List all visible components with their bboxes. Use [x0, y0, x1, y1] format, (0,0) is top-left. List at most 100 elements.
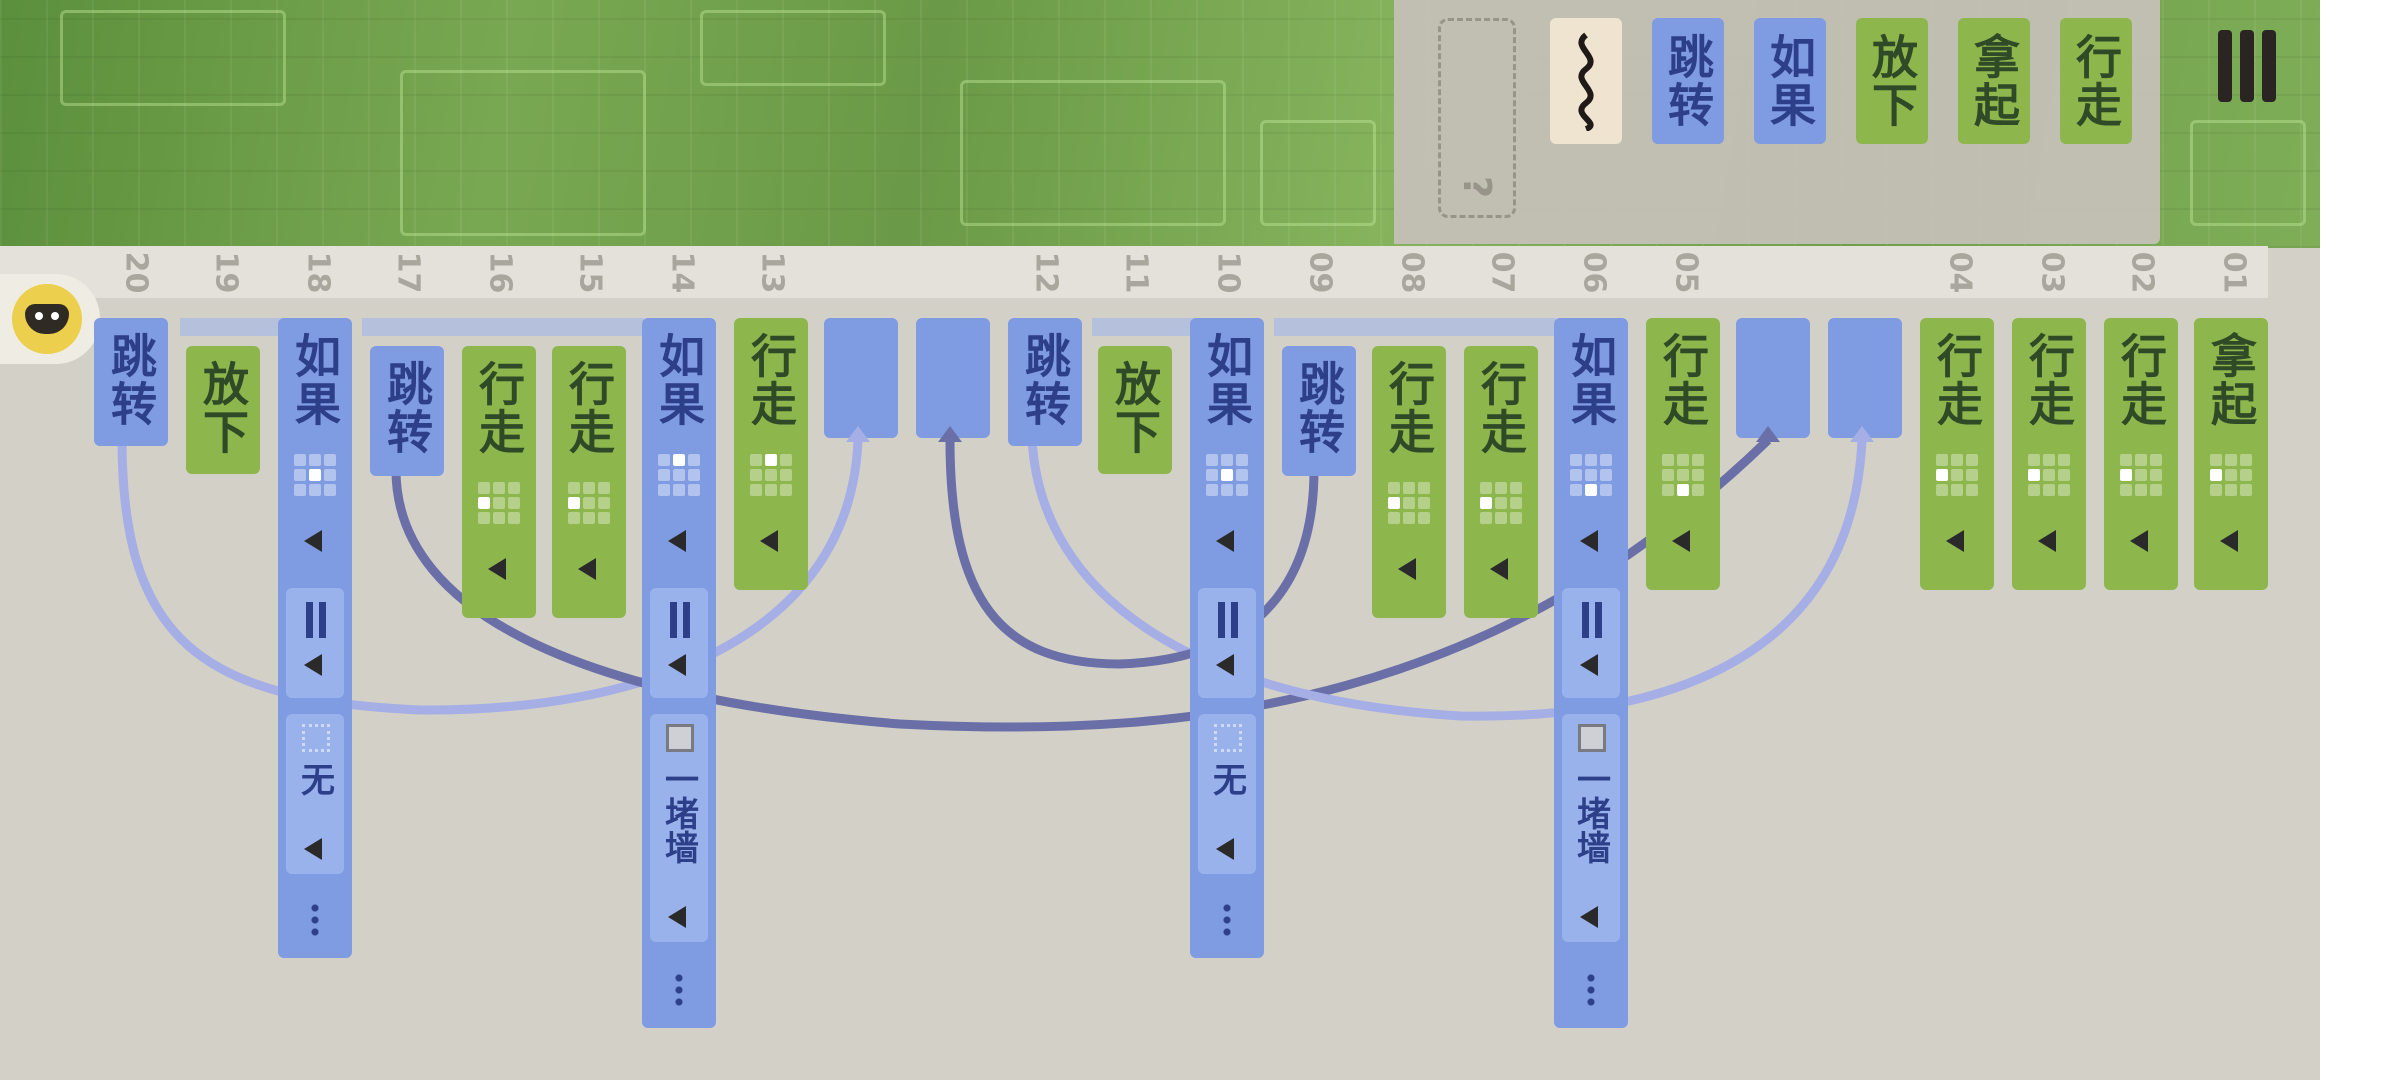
command-block-07[interactable]: 行走: [1464, 346, 1538, 618]
jump-target-05a[interactable]: [1736, 318, 1810, 438]
direction-grid[interactable]: [1570, 454, 1612, 496]
dropdown-arrow-icon[interactable]: [1672, 530, 1690, 552]
compare-operator[interactable]: [1198, 588, 1256, 698]
command-block-14[interactable]: 如果一堵墙: [642, 318, 716, 1028]
arrow-head-05b: [1850, 426, 1874, 442]
command-block-10[interactable]: 如果无: [1190, 318, 1264, 958]
wall-icon: [1578, 724, 1606, 752]
command-block-12[interactable]: 跳转: [1008, 318, 1082, 446]
arrow-head-05a: [1756, 426, 1780, 442]
equals-icon: [1218, 602, 1238, 638]
jump-target-13a[interactable]: [824, 318, 898, 438]
compare-operator[interactable]: [1562, 588, 1620, 698]
condition-value[interactable]: 无: [286, 714, 344, 874]
direction-grid[interactable]: [658, 454, 700, 496]
dropdown-arrow-icon[interactable]: [1216, 654, 1234, 676]
dropdown-arrow-icon[interactable]: [2038, 530, 2056, 552]
menu-button[interactable]: [2218, 30, 2284, 102]
dropdown-arrow-icon[interactable]: [1216, 530, 1234, 552]
palette-pickup[interactable]: 拿起: [1958, 18, 2030, 144]
palette-comment-wave[interactable]: [1550, 18, 1622, 144]
direction-grid[interactable]: [1936, 454, 1978, 496]
worker-avatar[interactable]: [0, 274, 100, 364]
dropdown-arrow-icon[interactable]: [1946, 530, 1964, 552]
command-block-02[interactable]: 行走: [2104, 318, 2178, 590]
if-bracket-14: [362, 318, 644, 336]
if-bracket-06: [1274, 318, 1556, 336]
command-block-16[interactable]: 行走: [462, 346, 536, 618]
direction-grid[interactable]: [750, 454, 792, 496]
condition-value[interactable]: 一堵墙: [1562, 714, 1620, 942]
compare-operator[interactable]: [286, 588, 344, 698]
dropdown-arrow-icon[interactable]: [1580, 906, 1598, 928]
direction-grid[interactable]: [1206, 454, 1248, 496]
command-block-13[interactable]: 行走: [734, 318, 808, 590]
dropdown-arrow-icon[interactable]: [304, 654, 322, 676]
arrow-head-13a: [846, 426, 870, 442]
more-options-icon[interactable]: [1223, 902, 1231, 936]
direction-grid[interactable]: [1480, 482, 1522, 524]
direction-grid[interactable]: [568, 482, 610, 524]
equals-icon: [1582, 602, 1602, 638]
direction-grid[interactable]: [478, 482, 520, 524]
command-block-06[interactable]: 如果一堵墙: [1554, 318, 1628, 1028]
dropdown-arrow-icon[interactable]: [1580, 654, 1598, 676]
command-block-03[interactable]: 行走: [2012, 318, 2086, 590]
worker-face-icon: [12, 284, 82, 354]
more-options-icon[interactable]: [311, 902, 319, 936]
palette-if[interactable]: 如果: [1754, 18, 1826, 144]
command-block-15[interactable]: 行走: [552, 346, 626, 618]
more-options-icon[interactable]: [1587, 972, 1595, 1006]
equals-icon: [306, 602, 326, 638]
more-options-icon[interactable]: [675, 972, 683, 1006]
dropdown-arrow-icon[interactable]: [304, 838, 322, 860]
right-edge-panel: [2320, 0, 2400, 1080]
direction-grid[interactable]: [2028, 454, 2070, 496]
dropdown-arrow-icon[interactable]: [2220, 530, 2238, 552]
dropdown-arrow-icon[interactable]: [668, 530, 686, 552]
direction-grid[interactable]: [294, 454, 336, 496]
dropdown-arrow-icon[interactable]: [1216, 838, 1234, 860]
dropdown-arrow-icon[interactable]: [760, 530, 778, 552]
jump-line-12: [1027, 437, 1867, 721]
command-block-05[interactable]: 行走: [1646, 318, 1720, 590]
command-block-04[interactable]: 行走: [1920, 318, 1994, 590]
line-number-ruler: [0, 246, 2268, 298]
nothing-icon: [302, 724, 330, 752]
dropdown-arrow-icon[interactable]: [668, 654, 686, 676]
palette-jump[interactable]: 跳转: [1652, 18, 1724, 144]
command-block-19[interactable]: 放下: [186, 346, 260, 474]
command-block-11[interactable]: 放下: [1098, 346, 1172, 474]
empty-command-slot[interactable]: ?: [1438, 18, 1516, 218]
dropdown-arrow-icon[interactable]: [1490, 558, 1508, 580]
command-block-09[interactable]: 跳转: [1282, 346, 1356, 476]
direction-grid[interactable]: [2210, 454, 2252, 496]
direction-grid[interactable]: [1388, 482, 1430, 524]
command-block-08[interactable]: 行走: [1372, 346, 1446, 618]
dropdown-arrow-icon[interactable]: [2130, 530, 2148, 552]
dropdown-arrow-icon[interactable]: [1580, 530, 1598, 552]
jump-target-13b[interactable]: [916, 318, 990, 438]
palette-walk[interactable]: 行走: [2060, 18, 2132, 144]
direction-grid[interactable]: [2120, 454, 2162, 496]
dropdown-arrow-icon[interactable]: [578, 558, 596, 580]
compare-operator[interactable]: [650, 588, 708, 698]
dropdown-arrow-icon[interactable]: [668, 906, 686, 928]
jump-target-05b[interactable]: [1828, 318, 1902, 438]
dropdown-arrow-icon[interactable]: [304, 530, 322, 552]
wall-icon: [666, 724, 694, 752]
condition-value[interactable]: 一堵墙: [650, 714, 708, 942]
dropdown-arrow-icon[interactable]: [488, 558, 506, 580]
command-block-01[interactable]: 拿起: [2194, 318, 2268, 590]
palette-drop[interactable]: 放下: [1856, 18, 1928, 144]
arrow-head-13b: [938, 426, 962, 442]
condition-value[interactable]: 无: [1198, 714, 1256, 874]
jump-line-09: [945, 439, 1319, 669]
command-block-20[interactable]: 跳转: [94, 318, 168, 446]
direction-grid[interactable]: [1662, 454, 1704, 496]
nothing-icon: [1214, 724, 1242, 752]
command-block-18[interactable]: 如果无: [278, 318, 352, 958]
dropdown-arrow-icon[interactable]: [1398, 558, 1416, 580]
command-block-17[interactable]: 跳转: [370, 346, 444, 476]
